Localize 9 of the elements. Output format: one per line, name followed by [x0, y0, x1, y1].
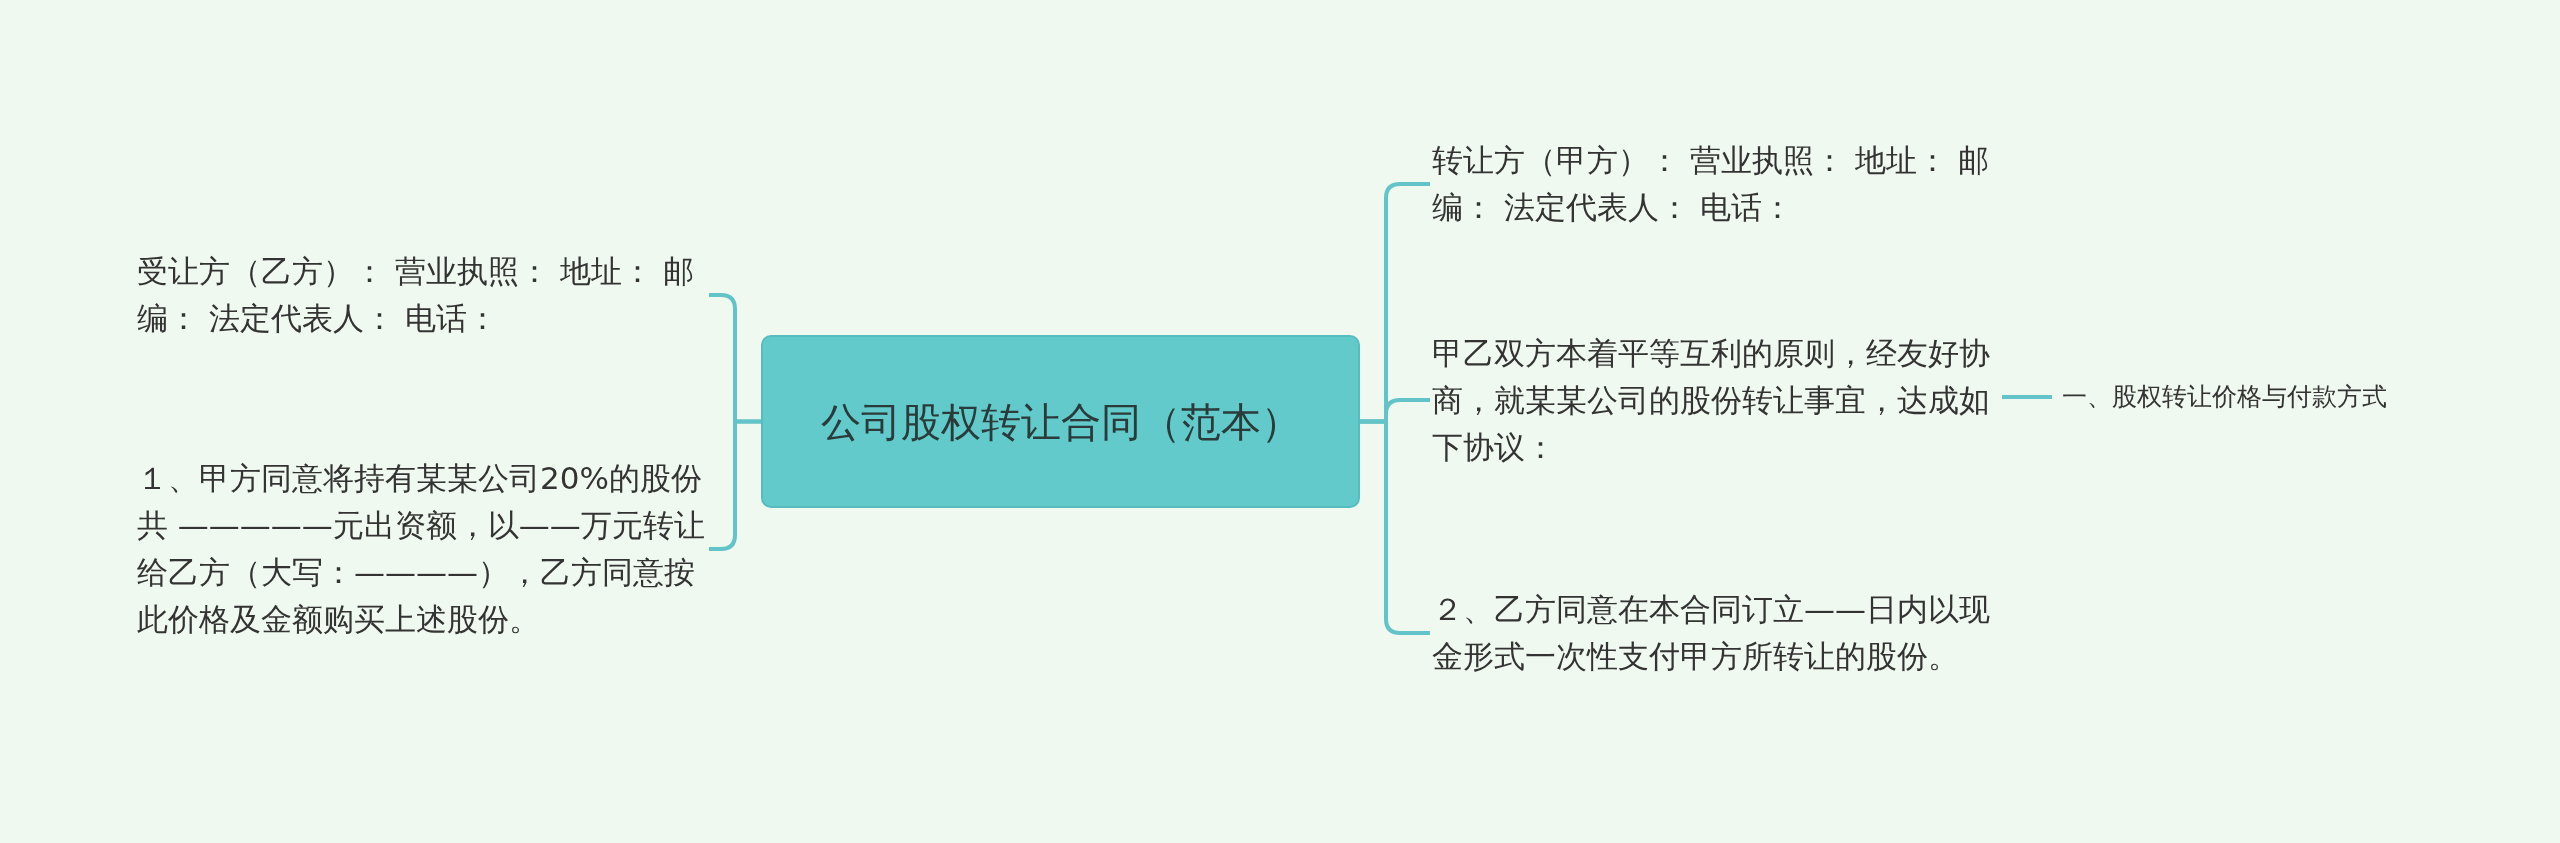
- topic-text: 转让方（甲方）： 营业执照： 地址： 邮编： 法定代表人： 电话：: [1432, 141, 1990, 227]
- topic-text: １、甲方同意将持有某某公司20%的股份共 —————元出资额，以——万元转让给乙方（大写：————），乙方同意按此价格及金额购买上述股份。: [137, 459, 706, 639]
- topic-text: ２、乙方同意在本合同订立——日内以现金形式一次性支付甲方所转让的股份。: [1432, 590, 1991, 676]
- connector-line: [2002, 395, 2052, 399]
- topic-text: 受让方（乙方）： 营业执照： 地址： 邮编： 法定代表人： 电话：: [137, 252, 695, 338]
- connector-line: [1360, 419, 1430, 635]
- topic-text: 一、股权转让价格与付款方式: [2062, 381, 2387, 413]
- root-topic-box: 公司股权转让合同（范本）: [761, 335, 1360, 508]
- topic-text: 甲乙双方本着平等互利的原则，经友好协商，就某某公司的股份转让事宜，达成如下协议：: [1432, 333, 1991, 467]
